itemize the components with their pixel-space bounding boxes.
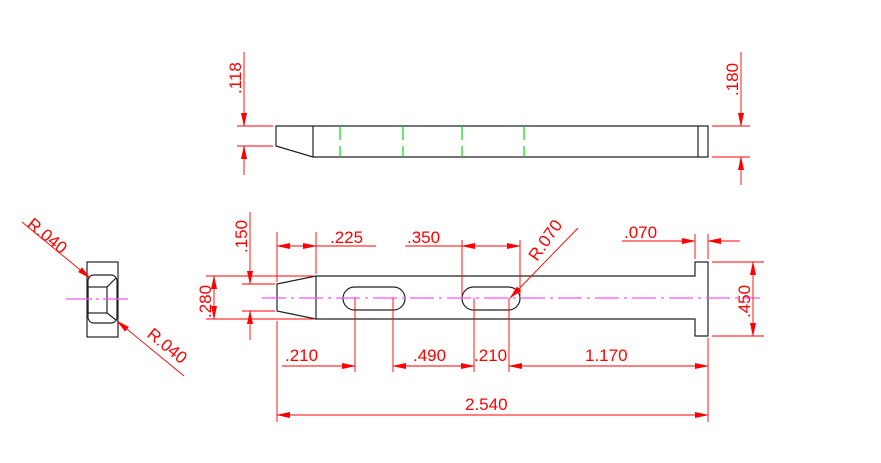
- end-view-tip: [87, 286, 108, 314]
- dim-flange-height: .450: [712, 261, 764, 337]
- dim-overall-length: 2.540: [276, 395, 709, 418]
- end-view: R.040 R.040: [21, 214, 191, 377]
- dim-text: .118: [226, 62, 245, 94]
- dim-text: .180: [723, 63, 742, 96]
- top-view: .118 .180: [226, 52, 750, 185]
- dim-text: 2.540: [465, 395, 508, 414]
- dim-radius-top: R.040: [21, 214, 91, 279]
- dim-text: .490: [413, 346, 446, 365]
- dim-text: .280: [196, 285, 215, 318]
- dim-text: R.070: [525, 216, 567, 264]
- front-view-outline: [276, 261, 709, 337]
- dim-flange-thickness: .070: [622, 223, 740, 259]
- dim-text: 1.170: [585, 346, 628, 365]
- dim-left-height: .118: [226, 52, 273, 175]
- hidden-lines: [339, 126, 525, 157]
- dim-text: .210: [285, 346, 318, 365]
- top-view-outline: [275, 125, 709, 158]
- dim-text: .150: [232, 220, 251, 253]
- dim-text: .210: [474, 346, 507, 365]
- dim-radius-bottom: R.040: [116, 320, 191, 377]
- front-view: .150 .280 .225 .350 R.070: [196, 212, 764, 422]
- dim-text: .450: [735, 285, 754, 318]
- dim-slot-length: .350: [405, 228, 521, 296]
- dim-tip-height: .150: [232, 212, 275, 340]
- dim-text: R.040: [143, 324, 190, 367]
- dim-text: .350: [407, 228, 440, 247]
- dim-text: R.040: [23, 214, 70, 257]
- dim-text: .225: [330, 228, 363, 247]
- dim-taper-length: .225: [276, 228, 376, 282]
- dim-body-height: .280: [196, 275, 314, 320]
- dim-right-height: .180: [712, 52, 750, 185]
- dim-chain-bottom: .210 .490 .210 1.170: [276, 298, 709, 422]
- dim-text: .070: [624, 223, 657, 242]
